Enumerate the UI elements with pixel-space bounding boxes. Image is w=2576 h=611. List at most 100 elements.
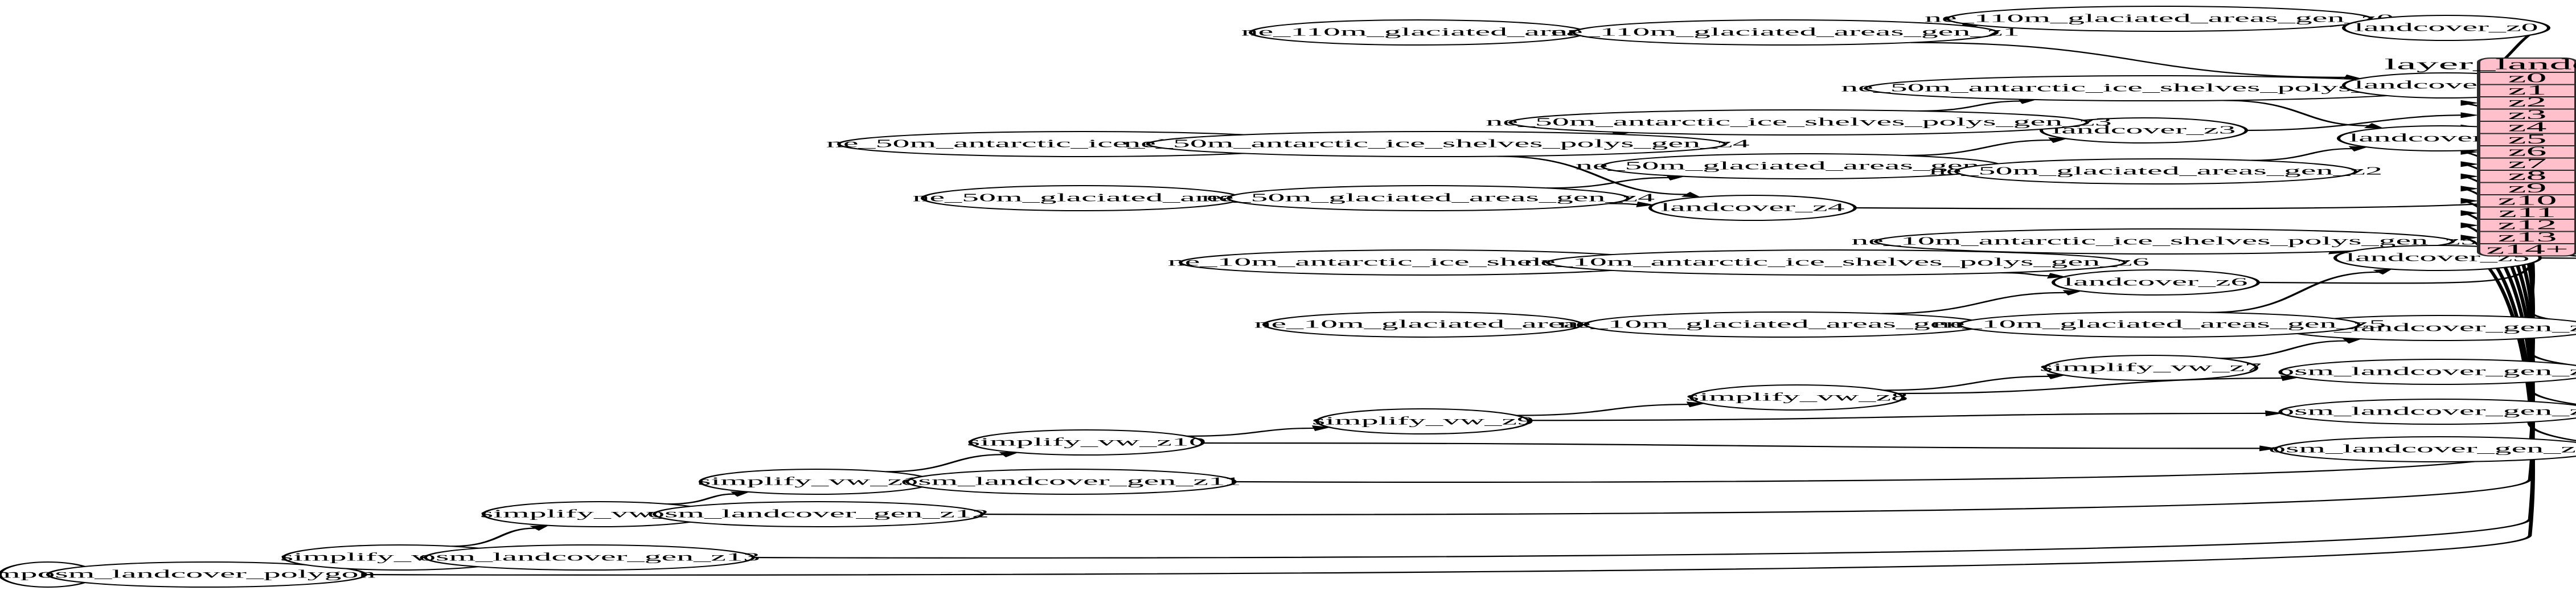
layer-table-title: layer_landcover	[2384, 56, 2576, 72]
layer-table-row-z13[interactable]: z13	[2498, 229, 2557, 244]
graph-node-osm_landcover_gen_z11[interactable]: osm_landcover_gen_z11	[901, 469, 1241, 495]
graph-edge	[1881, 290, 2083, 314]
layer-table-row-z6[interactable]: z6	[2508, 143, 2547, 159]
node-label: ne_10m_antarctic_ice_shelves_polys	[1168, 256, 1678, 268]
node-shape	[2342, 15, 2550, 41]
node-label: simplify_vw_z11	[698, 475, 936, 487]
node-label: simplify_vw_z7	[2040, 361, 2262, 374]
node-shape	[1315, 408, 1531, 434]
node-shape	[1874, 228, 2455, 255]
graph-node-ne_50m_antarctic_ice_shelves_polys_gen_z4[interactable]: ne_50m_antarctic_ice_shelves_polys_gen_z…	[1123, 131, 1750, 157]
graph-node-ne_10m_glaciated_areas[interactable]: ne_10m_glaciated_areas	[1254, 311, 1592, 338]
graph-edge	[2246, 112, 2479, 132]
graph-node-simplify_vw_z8[interactable]: simplify_vw_z8	[1686, 384, 1908, 411]
graph-node-osm_landcover_gen_z8[interactable]: osm_landcover_gen_z8	[2277, 359, 2576, 385]
layer-table-row-z1[interactable]: z1	[2508, 82, 2547, 97]
edge-line	[2209, 271, 2379, 313]
edge-line	[982, 224, 2535, 515]
node-layer: imposm3osm_landcover_polygonsimplify_vw_…	[0, 6, 2576, 588]
graph-edge	[982, 222, 2535, 515]
graph-edge	[753, 235, 2536, 559]
layer-table-row-z9[interactable]: z9	[2508, 180, 2547, 195]
node-shape	[2043, 355, 2258, 381]
node-shape	[2279, 359, 2576, 385]
graph-node-ne_10m_antarctic_ice_shelves_polys_gen_z6[interactable]: ne_10m_antarctic_ice_shelves_polys_gen_z…	[1523, 249, 2150, 276]
graph-node-ne_50m_glaciated_areas_gen_z2[interactable]: ne_50m_glaciated_areas_gen_z2	[1929, 158, 2382, 184]
graph-node-osm_landcover_gen_z13[interactable]: osm_landcover_gen_z13	[419, 544, 760, 571]
node-shape	[1262, 311, 1584, 338]
node-label: ne_10m_glaciated_areas_gen_z5	[1933, 318, 2386, 330]
graph-edge	[1904, 137, 2068, 157]
edge-line	[1608, 203, 1638, 206]
graph-node-simplify_vw_z11[interactable]: simplify_vw_z11	[698, 469, 936, 495]
graph-node-landcover_z0[interactable]: landcover_z0	[2342, 15, 2550, 41]
edge-line	[2220, 340, 2347, 359]
graph-node-osm_landcover_gen_z9[interactable]: osm_landcover_gen_z9	[2277, 399, 2576, 425]
node-label: osm_landcover_gen_z13	[419, 551, 760, 563]
layer-table-row-z8[interactable]: z8	[2508, 168, 2547, 183]
layer-table-row-z14+[interactable]: z14+	[2486, 241, 2569, 257]
node-shape	[2052, 269, 2260, 296]
edge-arrowhead	[2460, 235, 2479, 241]
graph-node-ne_10m_glaciated_areas_gen_z6[interactable]: ne_10m_glaciated_areas_gen_z6	[1558, 311, 2012, 338]
graph-node-ne_110m_glaciated_areas_gen_z1[interactable]: ne_110m_glaciated_areas_gen_z1	[1550, 19, 2020, 46]
graph-node-ne_110m_glaciated_areas_gen_z0[interactable]: ne_110m_glaciated_areas_gen_z0	[1925, 6, 2394, 32]
graph-node-ne_110m_glaciated_areas[interactable]: ne_110m_glaciated_areas	[1241, 19, 1595, 46]
node-label: osm_landcover_gen_z9	[2277, 405, 2576, 417]
edge-arrowhead	[1311, 425, 1332, 431]
edge-arrowhead	[2460, 210, 2479, 216]
graph-node-osm_landcover_polygon[interactable]: osm_landcover_polygon	[38, 561, 376, 588]
graph-node-landcover_z6[interactable]: landcover_z6	[2052, 269, 2260, 296]
table-layer: layer_landcoverz0z1z2z3z4z5z6z7z8z9z10z1…	[2384, 56, 2576, 257]
edge-layer	[46, 21, 2576, 577]
layer-table-row-z11[interactable]: z11	[2499, 204, 2556, 220]
layer-table-row-z2[interactable]: z2	[2508, 95, 2547, 110]
layer-table-row-z5[interactable]: z5	[2508, 131, 2547, 146]
edge-line	[753, 237, 2536, 559]
layer-table-row-z3[interactable]: z3	[2508, 106, 2547, 122]
node-label: ne_10m_glaciated_areas	[1254, 318, 1591, 330]
layer-table-row-z0[interactable]: z0	[2508, 70, 2547, 85]
node-label: ne_50m_antarctic_ice_shelves_polys_gen_z…	[1486, 116, 2112, 128]
edge-line	[2251, 147, 2352, 161]
node-label: ne_50m_glaciated_areas_gen_z3	[1576, 159, 2029, 172]
graph-node-landcover_z4[interactable]: landcover_z4	[1648, 195, 1857, 221]
node-shape	[46, 561, 367, 588]
graph-edge	[2209, 268, 2393, 313]
edge-arrowhead	[2373, 268, 2393, 275]
graph-edge	[1528, 410, 2284, 421]
node-shape	[1689, 384, 1905, 411]
node-shape	[905, 469, 1237, 495]
layer-table-row-z12[interactable]: z12	[2498, 217, 2557, 232]
graph-node-ne_50m_glaciated_areas_gen_z4[interactable]: ne_50m_glaciated_areas_gen_z4	[1201, 185, 1655, 211]
edge-line	[1546, 177, 1669, 189]
graph-node-ne_10m_glaciated_areas_gen_z5[interactable]: ne_10m_glaciated_areas_gen_z5	[1933, 311, 2386, 338]
node-label: landcover_z6	[2064, 276, 2247, 288]
graph-node-simplify_vw_z9[interactable]: simplify_vw_z9	[1312, 408, 1534, 434]
node-label: landcover_z3	[2052, 124, 2235, 136]
edge-arrowhead	[2460, 100, 2479, 106]
edge-arrowhead	[2460, 186, 2479, 192]
graph-node-simplify_vw_z7[interactable]: simplify_vw_z7	[2040, 355, 2262, 381]
graph-node-ne_10m_antarctic_ice_shelves_polys_gen_z5[interactable]: ne_10m_antarctic_ice_shelves_polys_gen_z…	[1851, 228, 2477, 255]
node-shape	[1508, 109, 2089, 136]
graph-node-ne_50m_glaciated_areas[interactable]: ne_50m_glaciated_areas	[912, 185, 1250, 211]
edge-arrowhead	[2348, 146, 2369, 151]
graph-node-ne_50m_glaciated_areas_gen_z3[interactable]: ne_50m_glaciated_areas_gen_z3	[1576, 153, 2029, 179]
graph-node-ne_50m_antarctic_ice_shelves_polys_gen_z3[interactable]: ne_50m_antarctic_ice_shelves_polys_gen_z…	[1486, 109, 2112, 136]
graph-node-simplify_vw_z10[interactable]: simplify_vw_z10	[967, 429, 1206, 456]
node-shape	[424, 544, 755, 571]
graph-node-landcover_z3[interactable]: landcover_z3	[2040, 117, 2248, 143]
layer-table-row-z10[interactable]: z10	[2498, 192, 2557, 208]
edge-arrowhead	[999, 452, 1019, 458]
edge-arrowhead	[2364, 123, 2384, 129]
node-shape	[2040, 117, 2248, 143]
layer-table-row-z4[interactable]: z4	[2508, 119, 2547, 134]
node-label: ne_50m_antarctic_ice_shelves_polys_gen_z…	[1123, 137, 1750, 150]
edge-line	[1904, 139, 2052, 157]
graph-node-osm_landcover_gen_z12[interactable]: osm_landcover_gen_z12	[647, 501, 989, 527]
node-label: ne_110m_glaciated_areas_gen_z0	[1925, 12, 2394, 24]
node-label: ne_50m_antarctic_ice_shelves_polys_gen_z…	[1841, 81, 2467, 94]
layer-table-row-z7[interactable]: z7	[2508, 155, 2547, 171]
graph-node-osm_landcover_gen_z10[interactable]: osm_landcover_gen_z10	[2269, 436, 2576, 462]
